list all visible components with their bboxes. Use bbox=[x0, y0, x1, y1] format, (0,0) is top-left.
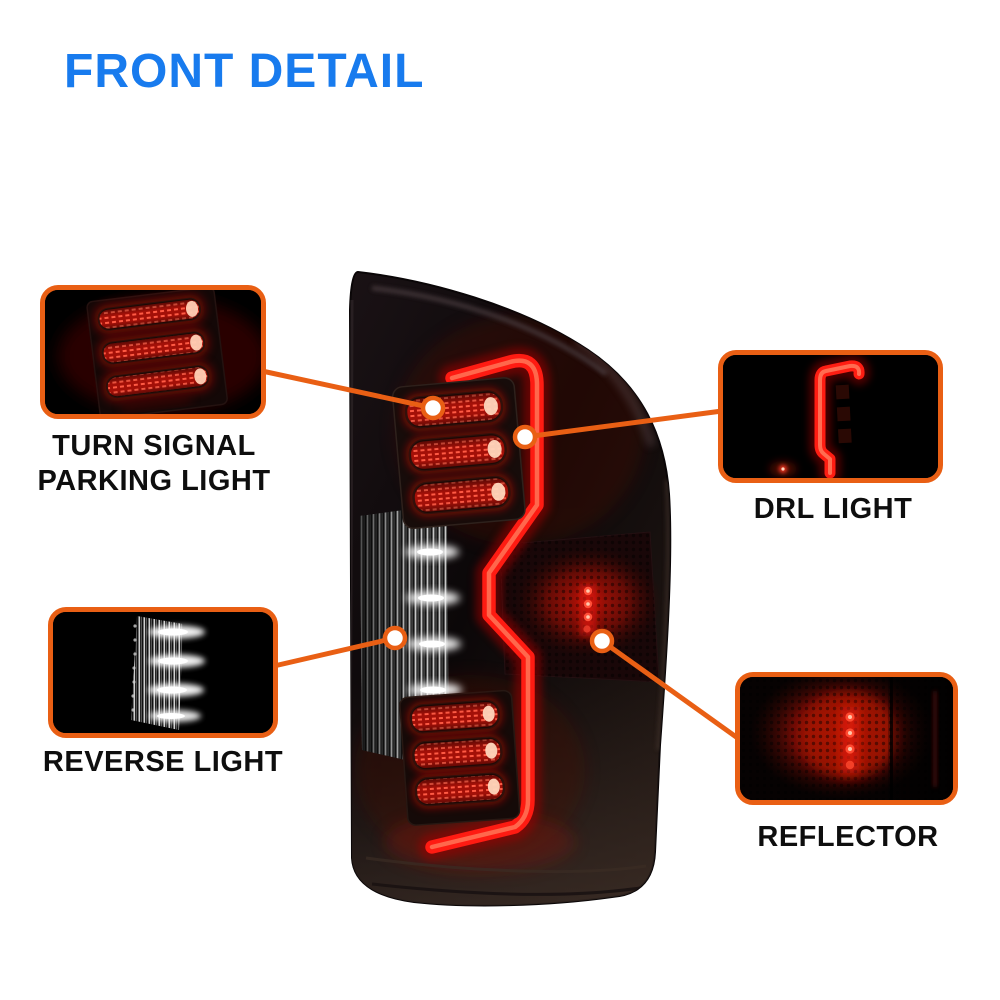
turn-signal-leds bbox=[391, 377, 526, 530]
inset-turn-signal bbox=[40, 285, 266, 419]
inset-reverse-light bbox=[48, 607, 278, 738]
inset-drl bbox=[718, 350, 943, 483]
callout-label-reverse: REVERSE LIGHT bbox=[42, 746, 284, 778]
callout-label-turn-signal: TURN SIGNAL PARKING LIGHT bbox=[37, 430, 271, 498]
inset-reflector bbox=[735, 672, 958, 805]
page-title: FRONT DETAIL bbox=[64, 45, 425, 98]
reflector-thumb-image bbox=[740, 677, 953, 800]
reverse-thumb-image bbox=[53, 612, 273, 733]
callout-label-drl: DRL LIGHT bbox=[753, 493, 913, 525]
callout-label-reflector: REFLECTOR bbox=[757, 821, 939, 853]
drl-light-bar bbox=[418, 347, 551, 861]
drl-thumb-image bbox=[723, 355, 938, 478]
turn-signal-thumb-image bbox=[45, 290, 261, 414]
brake-leds bbox=[399, 689, 521, 826]
